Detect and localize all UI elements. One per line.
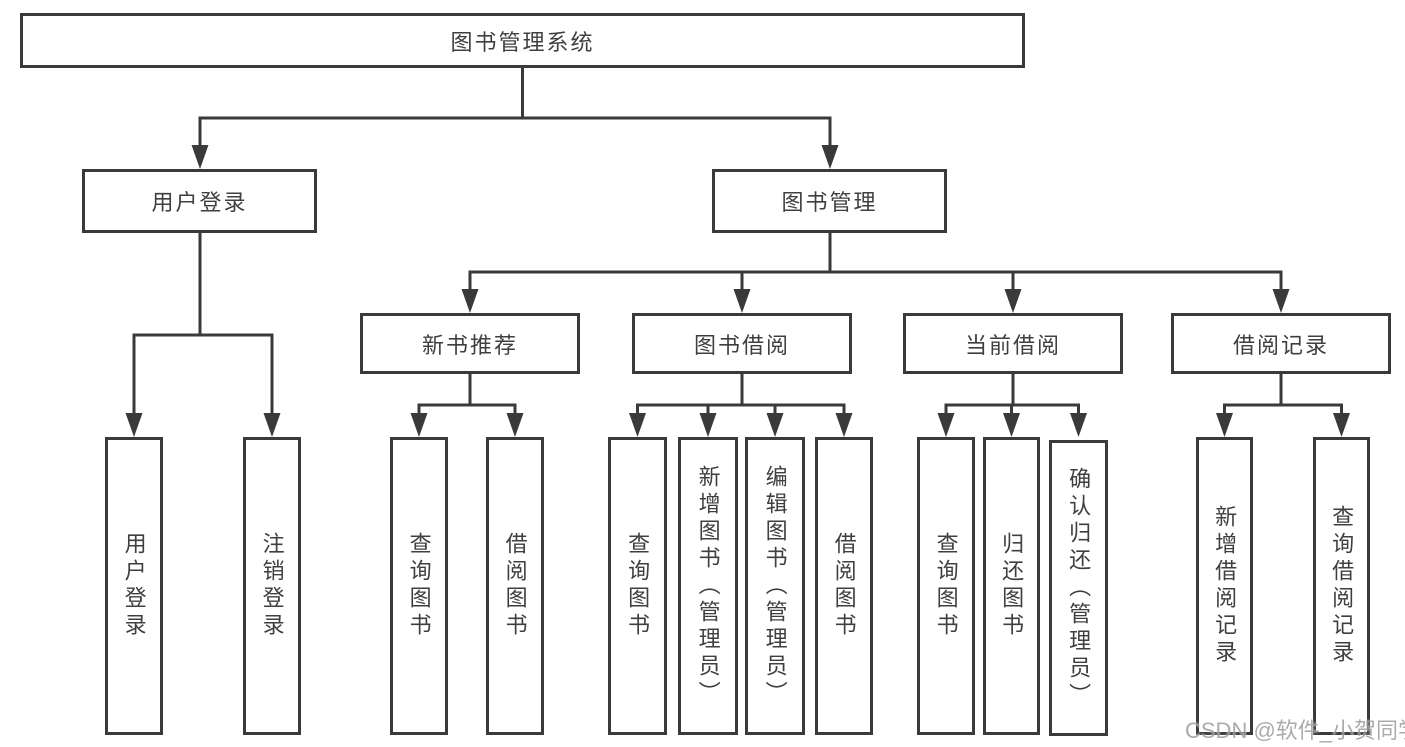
arrowhead — [263, 413, 281, 437]
node-return-book: 归还图书 — [983, 437, 1040, 735]
arrowhead — [191, 145, 209, 169]
node-logout-leaf-label: 注销登录 — [259, 532, 285, 640]
node-borrow-books-rec-label: 借阅图书 — [502, 532, 528, 640]
node-current-borrow-label: 当前借阅 — [964, 332, 1061, 358]
node-query-books-rec: 查询图书 — [390, 437, 448, 735]
arrowhead — [699, 413, 717, 437]
arrowhead — [733, 289, 751, 313]
node-root: 图书管理系统 — [20, 13, 1025, 68]
connector-book-borrow-branch — [636, 374, 846, 416]
arrowhead — [125, 413, 143, 437]
arrowhead — [821, 145, 839, 169]
connector-user-login-branch — [132, 233, 274, 414]
arrowhead — [937, 413, 955, 437]
node-current-borrow: 当前借阅 — [903, 313, 1123, 374]
node-confirm-return-admin-label: 确认归还（管理员） — [1066, 466, 1092, 710]
arrowhead — [1003, 413, 1020, 437]
node-add-book-admin-label: 新增图书（管理员） — [695, 464, 721, 708]
node-logout-leaf: 注销登录 — [243, 437, 301, 735]
node-book-mgmt-label: 图书管理 — [781, 190, 878, 215]
connector-new-book-rec-branch — [417, 374, 517, 416]
arrowhead — [461, 289, 479, 313]
arrowhead — [629, 413, 646, 437]
node-query-borrow-record: 查询借阅记录 — [1313, 437, 1370, 735]
arrowhead — [835, 413, 853, 437]
arrowhead — [506, 413, 524, 437]
node-add-borrow-record: 新增借阅记录 — [1196, 437, 1253, 735]
node-query-books-rec-label: 查询图书 — [406, 532, 432, 640]
connector-root-to-level2 — [198, 68, 832, 147]
node-borrow-books-rec: 借阅图书 — [486, 437, 544, 735]
node-borrow-records-label: 借阅记录 — [1232, 332, 1329, 358]
node-confirm-return-admin: 确认归还（管理员） — [1049, 440, 1108, 736]
arrowhead — [1070, 413, 1087, 437]
node-edit-book-admin-label: 编辑图书（管理员） — [762, 464, 788, 708]
node-new-book-rec: 新书推荐 — [360, 313, 580, 374]
node-add-book-admin: 新增图书（管理员） — [678, 437, 738, 735]
node-book-mgmt: 图书管理 — [712, 169, 947, 233]
arrowhead — [766, 413, 784, 437]
arrowhead — [1004, 289, 1022, 313]
node-new-book-rec-label: 新书推荐 — [421, 332, 518, 358]
node-user-login-leaf-label: 用户登录 — [121, 532, 147, 640]
node-borrow-records: 借阅记录 — [1171, 313, 1391, 374]
watermark: CSDN @软件_小贺同学 — [1185, 718, 1405, 743]
arrowhead — [1216, 413, 1233, 437]
connector-borrow-records-branch — [1223, 374, 1343, 416]
node-book-borrow: 图书借阅 — [632, 313, 852, 374]
arrowhead — [1272, 289, 1290, 313]
connector-book-mgmt-branch — [468, 233, 1283, 291]
node-root-label: 图书管理系统 — [450, 29, 595, 55]
node-query-books-borrow-label: 查询图书 — [625, 532, 651, 640]
node-query-books-borrow: 查询图书 — [608, 437, 667, 735]
node-add-borrow-record-label: 新增借阅记录 — [1212, 505, 1238, 667]
node-query-borrow-record-label: 查询借阅记录 — [1329, 505, 1355, 667]
node-book-borrow-label: 图书借阅 — [693, 332, 790, 358]
node-borrow-books-label: 借阅图书 — [831, 532, 857, 640]
node-borrow-books: 借阅图书 — [815, 437, 873, 735]
node-user-login-label: 用户登录 — [151, 190, 248, 215]
node-edit-book-admin: 编辑图书（管理员） — [745, 437, 805, 735]
node-user-login: 用户登录 — [82, 169, 317, 233]
node-return-book-label: 归还图书 — [999, 532, 1025, 640]
arrowhead — [1333, 413, 1350, 437]
connector-current-borrow-branch — [944, 374, 1080, 416]
node-query-books-current-label: 查询图书 — [933, 532, 959, 640]
node-user-login-leaf: 用户登录 — [105, 437, 163, 735]
arrowhead — [410, 413, 428, 437]
node-query-books-current: 查询图书 — [917, 437, 975, 735]
